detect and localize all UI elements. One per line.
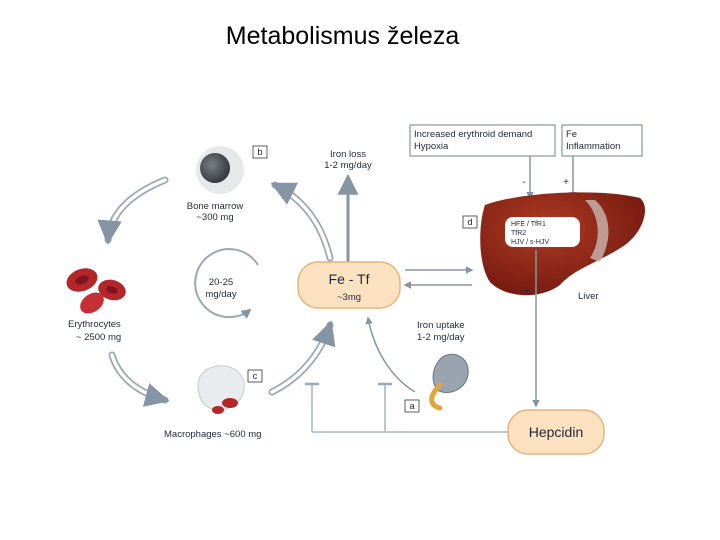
liver-gene-1: HFE / TfR1 xyxy=(511,221,546,228)
cycle-arrow-inner-4 xyxy=(270,182,332,260)
regulator-erythroid-line2: Hypoxia xyxy=(414,141,449,152)
regulator-fe-label: Fe xyxy=(566,129,577,140)
cycle-arrow-inner-3 xyxy=(270,320,336,394)
tag-d xyxy=(462,215,478,229)
tag-d-label: d xyxy=(467,217,472,228)
iron-loss-rate: 1-2 mg/day xyxy=(324,160,372,171)
hepcidin-box xyxy=(507,409,605,455)
cycle-arrow-inner-1 xyxy=(97,178,167,245)
center-fe-tf-label: Fe - Tf xyxy=(329,271,370,287)
macrophage-image xyxy=(197,365,245,414)
iron-uptake-rate: 1-2 mg/day xyxy=(417,332,465,343)
erythrocytes-label: Erythrocytes xyxy=(68,319,121,330)
tag-b xyxy=(252,145,268,159)
iron-uptake-arrow xyxy=(365,316,416,393)
liver-label: Liver xyxy=(578,291,599,302)
bone-marrow-label: Bone marrow xyxy=(187,201,244,212)
tag-c xyxy=(247,369,263,383)
bone-marrow-cell xyxy=(196,146,244,194)
tag-a xyxy=(404,399,420,413)
liver-gene-box xyxy=(505,217,580,247)
tag-a-label: a xyxy=(409,401,415,412)
liver-gene-3: HJV / s-HJV xyxy=(511,239,549,246)
daily-cycle-unit: mg/day xyxy=(205,289,236,300)
liver-plus-sign: + xyxy=(523,286,529,297)
cycle-arrow-inner-2 xyxy=(110,353,170,407)
regulator-erythroid-line1: Increased erythroid demand xyxy=(414,129,532,140)
erythrocytes-amount: ~ 2500 mg xyxy=(76,332,121,343)
regulator-box-erythroid xyxy=(409,124,556,157)
tag-c-label: c xyxy=(253,371,258,382)
hepcidin-label: Hepcidin xyxy=(529,424,583,440)
stomach-image xyxy=(429,353,469,411)
plus-sign: + xyxy=(563,177,569,188)
erythrocytes-image xyxy=(66,268,126,314)
liver-gene-2: TfR2 xyxy=(511,230,526,237)
iron-uptake-label: Iron uptake xyxy=(417,320,465,331)
slide-title: Metabolismus železa xyxy=(225,22,460,50)
regulator-inflammation-label: Inflammation xyxy=(566,141,620,152)
daily-cycle-arrow xyxy=(194,248,259,319)
tag-b-label: b xyxy=(257,147,262,158)
iron-loss-label: Iron loss xyxy=(330,149,366,160)
regulator-box-inflammation xyxy=(561,124,643,157)
bone-marrow-amount: ~300 mg xyxy=(196,212,233,223)
center-fe-tf-box xyxy=(297,261,401,309)
daily-cycle-amount: 20-25 xyxy=(209,277,233,288)
macrophages-label: Macrophages ~600 mg xyxy=(164,429,261,440)
center-fe-tf-amount: ~3mg xyxy=(337,292,361,303)
minus-sign: - xyxy=(522,177,525,188)
